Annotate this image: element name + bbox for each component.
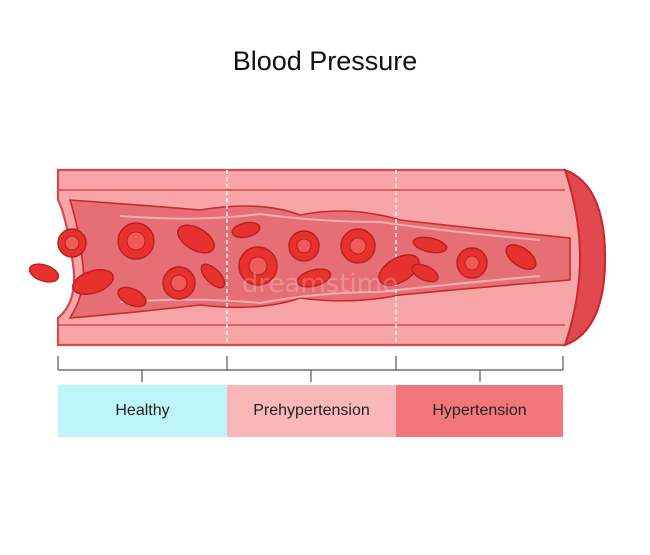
blood-cell-center: [464, 255, 480, 271]
blood-cell-center: [296, 238, 312, 254]
blood-cell: [200, 263, 226, 289]
stage-hypertension: Hypertension: [396, 385, 563, 437]
lumen-highlight-bottom: [119, 275, 541, 305]
blood-cells: [28, 221, 537, 308]
blood-cell-center: [64, 235, 80, 251]
page-title: Blood Pressure: [232, 46, 418, 76]
stage-prehypertension: Prehypertension: [227, 385, 396, 437]
blood-cell: [296, 268, 332, 288]
blood-cell: [412, 236, 448, 254]
blood-cell: [72, 268, 114, 296]
vessel-end-cap: [563, 168, 607, 347]
blood-cell: [378, 254, 420, 286]
blood-cell-center: [349, 237, 367, 255]
watermark: dreamstime: [242, 269, 398, 299]
stage-healthy: Healthy: [58, 385, 227, 437]
scale-ruler: [57, 356, 564, 382]
blood-cell-center: [170, 274, 188, 292]
blood-cell: [177, 224, 215, 254]
blood-cell: [28, 263, 60, 283]
blood-cell-center: [126, 231, 146, 251]
blood-cell: [505, 244, 537, 270]
blood-cell: [117, 286, 147, 308]
blood-cell-center: [248, 256, 268, 276]
blood-cell: [231, 221, 261, 239]
lumen-highlight-top: [119, 212, 541, 241]
blood-cell: [411, 263, 439, 283]
